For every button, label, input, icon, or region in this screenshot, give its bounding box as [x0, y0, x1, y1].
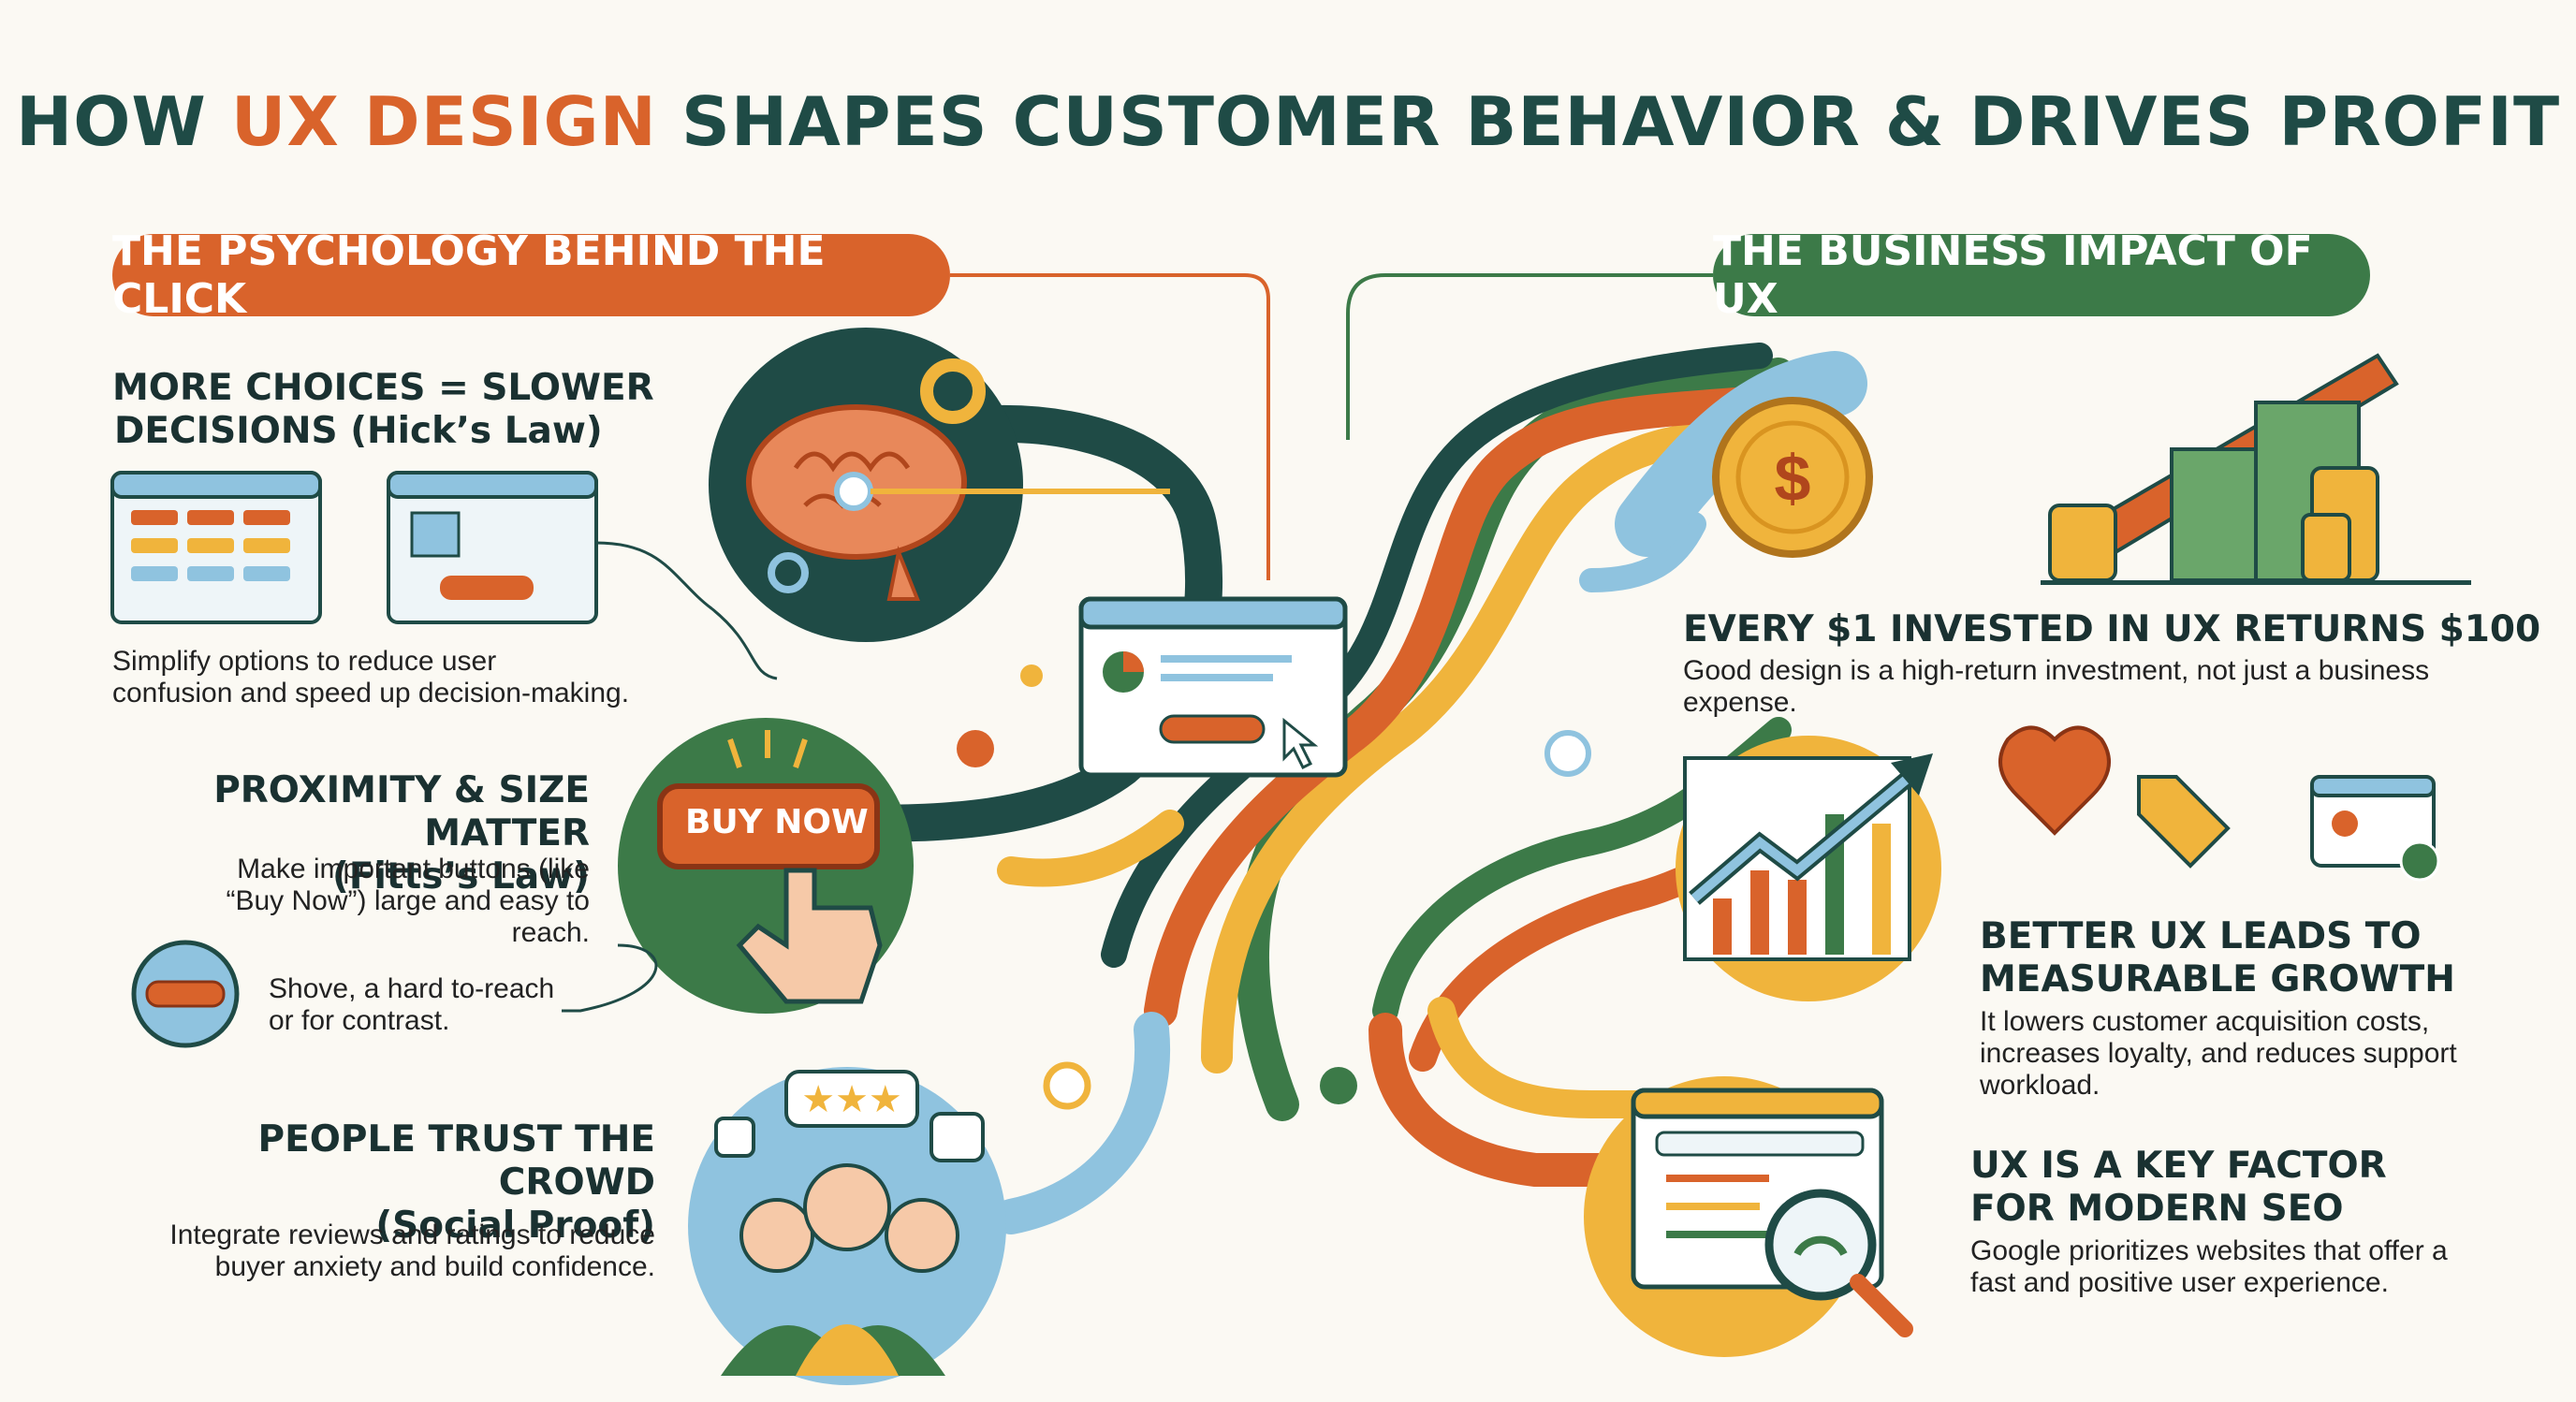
cursor-icon — [1282, 717, 1319, 770]
heart-icon — [1998, 725, 2111, 836]
coin-dollar-icon: $ — [1712, 397, 1873, 558]
search-magnifier-icon — [1584, 1076, 1913, 1357]
thumbs-up-icon — [929, 1112, 985, 1162]
profile-card-icon — [2310, 775, 2440, 882]
buy-now-label: BUY NOW — [685, 803, 869, 841]
roi-heading: EVERY $1 INVESTED IN UX RETURNS $100 — [1683, 608, 2541, 650]
svg-text:$: $ — [1775, 442, 1811, 515]
hand-pointer-icon — [736, 868, 883, 1004]
growth-description: It lowers customer acquisition costs,inc… — [1980, 1006, 2457, 1101]
section-label-psychology: THE PSYCHOLOGY BEHIND THE CLICK — [112, 227, 950, 323]
connector-line — [1346, 273, 1713, 440]
browser-window-icon — [1078, 596, 1348, 778]
money-stack-icon — [2041, 353, 2471, 585]
social-proof-heading: PEOPLE TRUST THE CROWD(Social Proof) — [257, 1118, 656, 1247]
connector-line — [950, 273, 1270, 580]
star-rating-icon: ★★★ — [784, 1070, 919, 1128]
hicks-law-windows — [110, 471, 778, 680]
gear-icon — [920, 358, 986, 424]
gear-icon — [768, 552, 809, 593]
speedometer-icon — [1793, 1235, 1848, 1257]
crowd-icon — [688, 1067, 1006, 1385]
roi-description: Good design is a high-return investment,… — [1683, 655, 2430, 718]
section-label-business: THE BUSINESS IMPACT OF UX — [1713, 227, 2370, 323]
hicks-law-heading: MORE CHOICES = SLOWER DECISIONS (Hick’s … — [112, 367, 654, 452]
seo-description: Google prioritizes websites that offer a… — [1970, 1235, 2448, 1298]
page-title: HOW UX DESIGN SHAPES CUSTOMER BEHAVIOR &… — [15, 82, 2561, 161]
fitts-law-description: Make important buttons (like“Buy Now”) l… — [226, 854, 590, 948]
svg-text:★★★: ★★★ — [801, 1079, 902, 1120]
checkmark-icon — [2399, 840, 2440, 882]
fitts-law-heading: PROXIMITY & SIZE MATTER(Fitts’s Law) — [213, 769, 590, 898]
price-tag-icon — [2137, 775, 2231, 869]
small-button-icon — [131, 940, 240, 1048]
growth-chart-icon — [1676, 736, 1941, 1001]
